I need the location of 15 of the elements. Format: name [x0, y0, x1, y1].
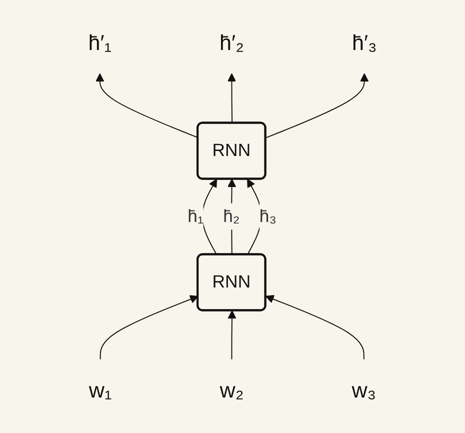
- node-text: h̄′₃: [352, 30, 377, 56]
- node-text: w₃: [352, 378, 376, 402]
- arrow: [227, 73, 236, 124]
- edge-label: h̄₁: [188, 206, 204, 226]
- arrow: [100, 295, 198, 360]
- node-text: w₂: [220, 378, 244, 402]
- arrow: [228, 310, 236, 360]
- node-text: h̄′₂: [220, 30, 244, 56]
- arrow: [96, 73, 199, 138]
- arrow: [265, 295, 364, 360]
- edge-label: h̄₃: [259, 206, 276, 226]
- node-text: w₁: [88, 378, 112, 402]
- edge-label: h̄₂: [223, 206, 240, 226]
- node-text: h̄′₁: [88, 30, 112, 56]
- arrow: [265, 73, 369, 138]
